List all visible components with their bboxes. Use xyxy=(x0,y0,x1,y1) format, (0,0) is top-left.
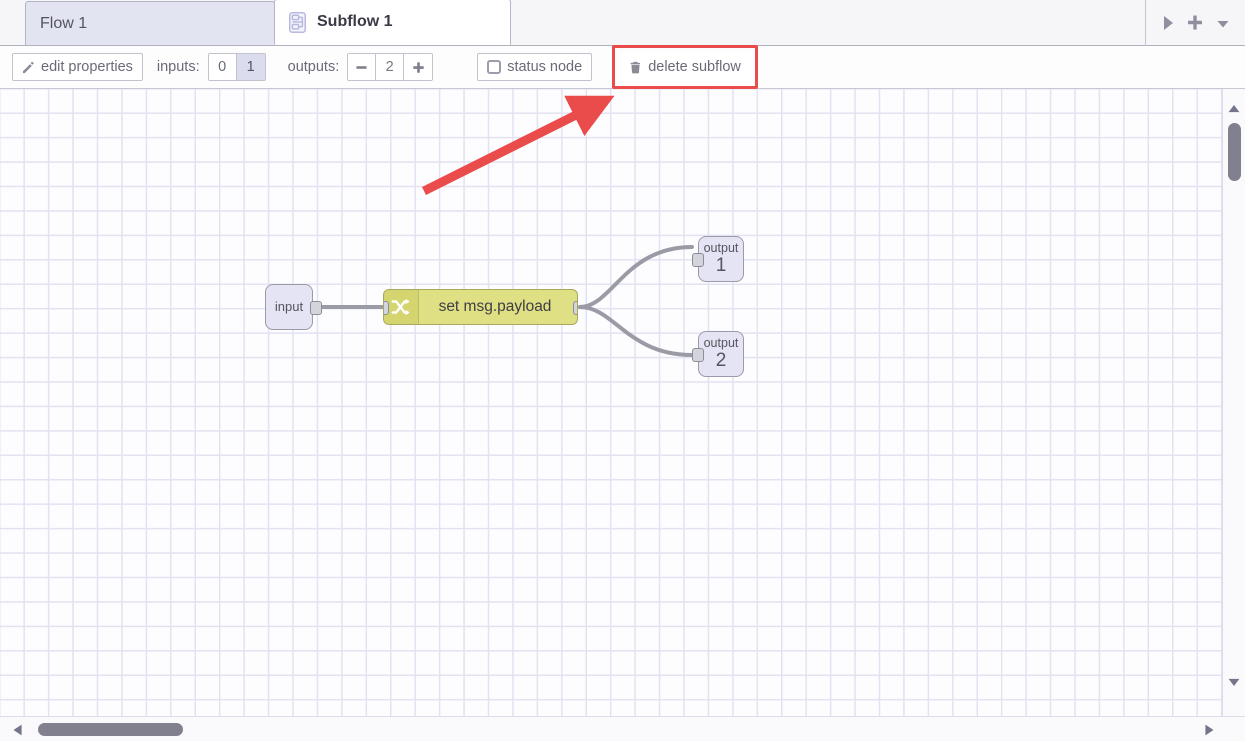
tab-subflow-1-label: Subflow 1 xyxy=(317,13,393,30)
outputs-label: outputs: xyxy=(287,59,340,75)
delete-subflow-button[interactable]: delete subflow xyxy=(620,53,750,81)
subflow-output-1-label: output xyxy=(703,241,739,256)
chevron-down-icon[interactable] xyxy=(1213,13,1233,33)
delete-subflow-label: delete subflow xyxy=(648,58,741,75)
inputs-stepper[interactable]: 0 1 xyxy=(207,53,266,81)
caret-left-icon[interactable] xyxy=(8,720,28,740)
tab-bar-controls xyxy=(1145,0,1245,46)
status-node-label: status node xyxy=(507,58,583,75)
subflow-icon xyxy=(289,11,306,33)
change-node-output-port[interactable] xyxy=(573,301,577,315)
change-node[interactable]: set msg.payload xyxy=(383,289,578,325)
status-node-checkbox[interactable] xyxy=(487,60,502,74)
wire-change-to-output-1 xyxy=(578,245,694,309)
inputs-option-0[interactable]: 0 xyxy=(208,54,237,80)
delete-subflow-highlight: delete subflow xyxy=(612,45,758,89)
edit-properties-label: edit properties xyxy=(41,58,133,75)
inputs-label: inputs: xyxy=(156,59,200,75)
outputs-value: 2 xyxy=(376,54,405,80)
outputs-increment-button[interactable] xyxy=(404,54,433,80)
tab-flow-1[interactable]: Flow 1 xyxy=(25,1,275,45)
subflow-input-label: input xyxy=(274,299,304,315)
subflow-toolbar: edit properties inputs: 0 1 outputs: 2 s… xyxy=(0,45,1245,89)
subflow-canvas[interactable]: input set msg.payload output 1 xyxy=(0,89,1222,716)
subflow-output-node-1[interactable]: output 1 xyxy=(692,236,744,282)
input-node-output-port[interactable] xyxy=(310,301,322,315)
status-node-toggle[interactable]: status node xyxy=(477,53,593,81)
wire-layer xyxy=(315,245,694,357)
tab-subflow-1[interactable]: Subflow 1 xyxy=(274,0,511,45)
play-icon[interactable] xyxy=(1158,13,1178,33)
outputs-decrement-button[interactable] xyxy=(348,54,377,80)
edit-properties-button[interactable]: edit properties xyxy=(12,53,143,81)
tab-strip: Flow 1 Subflow 1 xyxy=(0,0,1145,46)
inputs-option-1[interactable]: 1 xyxy=(236,54,265,80)
vertical-scrollbar-thumb[interactable] xyxy=(1228,123,1241,181)
subflow-output-2-label: output xyxy=(703,336,739,351)
vertical-scrollbar[interactable] xyxy=(1222,89,1245,716)
subflow-output-1-index: 1 xyxy=(715,254,727,276)
caret-up-icon[interactable] xyxy=(1224,99,1244,119)
horizontal-scrollbar-thumb[interactable] xyxy=(38,723,183,736)
change-node-label: set msg.payload xyxy=(438,298,552,315)
pencil-icon xyxy=(22,61,35,74)
change-node-input-port[interactable] xyxy=(384,301,389,315)
tab-flow-1-label: Flow 1 xyxy=(40,14,88,32)
outputs-stepper[interactable]: 2 xyxy=(347,53,434,81)
tab-bar: Flow 1 Subflow 1 xyxy=(0,0,1245,46)
subflow-input-node[interactable]: input xyxy=(265,284,322,330)
output-node-2-input-port[interactable] xyxy=(692,348,704,362)
shuffle-icon xyxy=(384,290,419,324)
subflow-output-2-index: 2 xyxy=(715,349,727,371)
add-tab-icon[interactable] xyxy=(1185,13,1205,33)
wire-change-to-output-2 xyxy=(578,305,694,357)
caret-down-icon[interactable] xyxy=(1224,672,1244,692)
caret-right-icon[interactable] xyxy=(1199,720,1219,740)
subflow-output-node-2[interactable]: output 2 xyxy=(692,331,744,377)
trash-icon xyxy=(629,61,642,74)
horizontal-scrollbar[interactable] xyxy=(0,716,1245,741)
output-node-1-input-port[interactable] xyxy=(692,253,704,267)
